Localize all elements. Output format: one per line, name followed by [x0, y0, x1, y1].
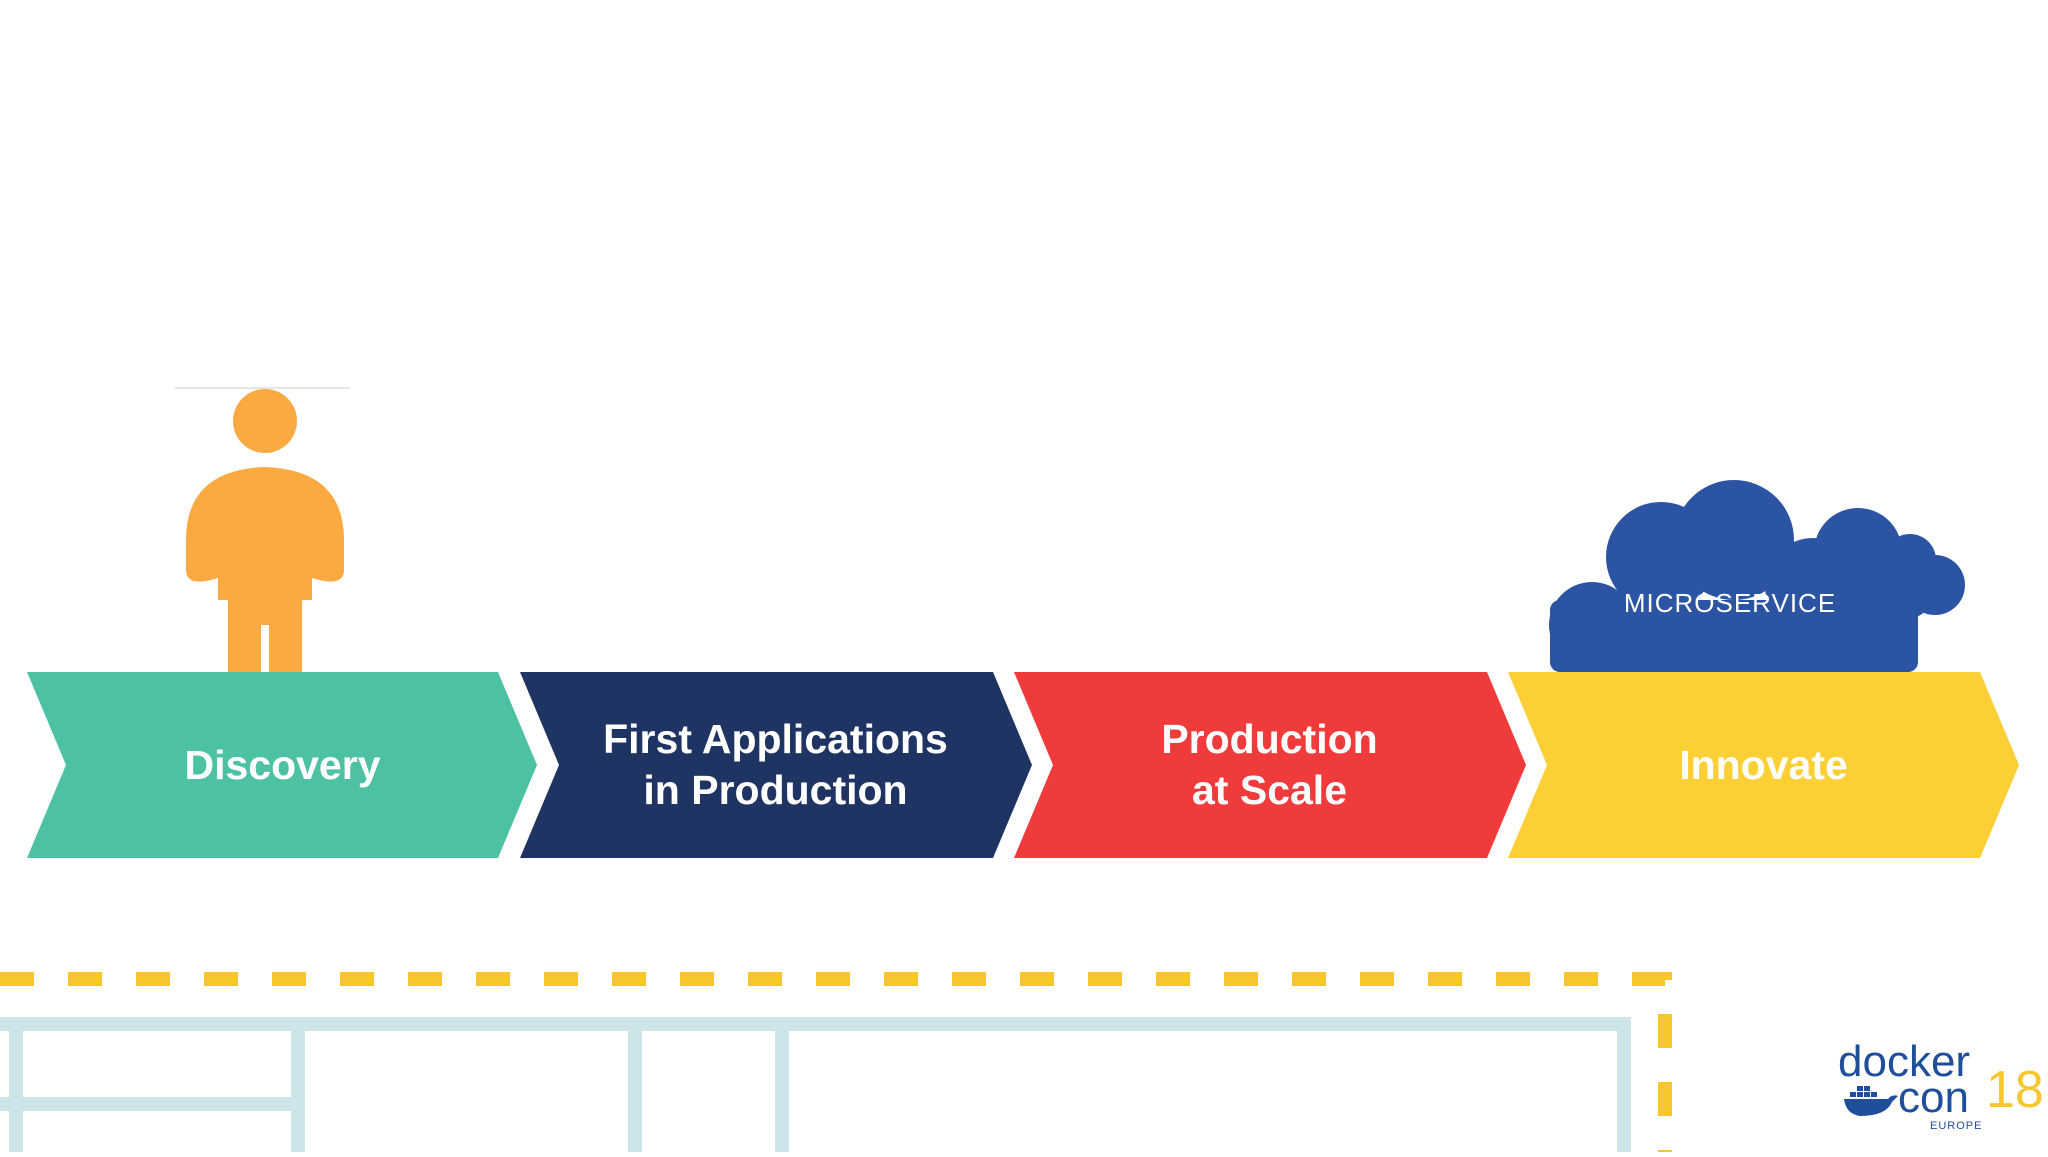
stage-discovery-label: Discovery: [60, 672, 505, 858]
logo-region: EUROPE: [1930, 1120, 1983, 1132]
dashed-boundary: [0, 972, 1672, 1152]
logo-word-docker: docker: [1838, 1037, 1971, 1086]
stage-production-at-scale-line1: Production: [1161, 716, 1378, 762]
chevron-production-at-scale: [1014, 672, 1526, 858]
stage-innovate-line1: Innovate: [1679, 741, 1848, 788]
stage-first-applications-label: First Applications in Production: [553, 672, 998, 858]
stage-innovate-label: Innovate: [1541, 672, 1986, 858]
dockercon-logo: docker con 18 EUROPE: [1838, 1037, 2044, 1140]
whale-icon: [1844, 1086, 1898, 1116]
cloud-label: MICROSERVICE: [1623, 588, 1837, 618]
chevron-discovery: [27, 672, 537, 858]
stage-production-at-scale-line2: at Scale: [1192, 767, 1347, 813]
person-icon: [186, 389, 344, 672]
chevron-first-applications: [520, 672, 1032, 858]
logo-word-con: con: [1898, 1073, 1969, 1122]
stage-first-applications-line2: in Production: [643, 767, 908, 813]
grid-structure: [0, 1017, 1631, 1152]
logo-year: 18: [1986, 1061, 2044, 1119]
chevron-innovate: [1508, 672, 2019, 858]
cloud-icon: [1549, 480, 1965, 688]
stage-first-applications-line1: First Applications: [603, 716, 948, 762]
stage-discovery-line1: Discovery: [184, 741, 381, 788]
stage-production-at-scale-label: Production at Scale: [1047, 672, 1492, 858]
